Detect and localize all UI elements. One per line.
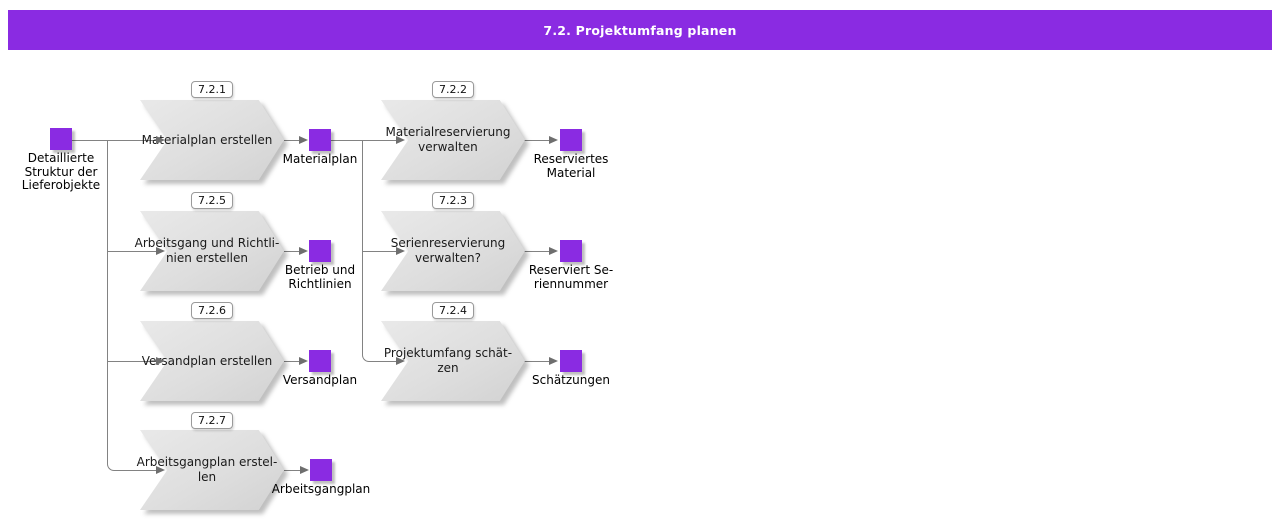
task-label: Versandplan erstellen bbox=[141, 353, 273, 368]
connector-line bbox=[284, 361, 300, 362]
task-id-badge: 7.2.5 bbox=[191, 192, 233, 209]
object-node-label: Betrieb und Richtlinien bbox=[284, 263, 356, 291]
object-node-arbeitsgangplan[interactable] bbox=[310, 459, 332, 481]
object-node-label: Schätzungen bbox=[532, 373, 610, 387]
task-id-badge: 7.2.3 bbox=[432, 192, 474, 209]
arrowhead-icon bbox=[156, 466, 165, 474]
arrowhead-icon bbox=[396, 247, 405, 255]
connector-line bbox=[524, 140, 551, 141]
task-shape-7-2-2[interactable]: Materialreservierung verwalten bbox=[381, 100, 525, 180]
arrowhead-icon bbox=[549, 357, 558, 365]
task-id-badge: 7.2.4 bbox=[432, 302, 474, 319]
task-label: Arbeitsgangplan erstel- len bbox=[136, 455, 278, 484]
start-node-label: Detaillierte Struktur der Lieferobjekte bbox=[21, 151, 101, 192]
connector-line bbox=[72, 140, 156, 141]
task-label: Materialreservierung verwalten bbox=[385, 125, 511, 154]
task-shape-7-2-3[interactable]: Serienreservierung verwalten? bbox=[381, 211, 525, 291]
connector-line bbox=[524, 361, 551, 362]
page-title: 7.2. Projektumfang planen bbox=[543, 22, 737, 38]
connector-line bbox=[284, 251, 300, 252]
connector-line bbox=[108, 251, 156, 252]
object-node-schaetzungen[interactable] bbox=[560, 350, 582, 372]
task-label: Materialplan erstellen bbox=[141, 132, 273, 147]
arrowhead-icon bbox=[396, 136, 405, 144]
chevron-shape bbox=[381, 211, 525, 291]
connector-elbow bbox=[362, 354, 370, 362]
connector-line bbox=[362, 141, 363, 354]
connector-line bbox=[114, 470, 156, 471]
start-object-node[interactable] bbox=[50, 128, 72, 150]
connector-line bbox=[108, 361, 156, 362]
task-label: Serienreservierung verwalten? bbox=[390, 236, 506, 265]
task-label: Arbeitsgang und Richtli- nien erstellen bbox=[134, 236, 280, 265]
task-id-badge: 7.2.1 bbox=[191, 81, 233, 98]
object-node-materialplan[interactable] bbox=[309, 129, 331, 151]
object-node-reserviertes-material[interactable] bbox=[560, 129, 582, 151]
connector-line bbox=[284, 140, 300, 141]
task-shape-7-2-4[interactable]: Projektumfang schät- zen bbox=[381, 321, 525, 401]
arrowhead-icon bbox=[156, 136, 165, 144]
object-node-label: Materialplan bbox=[282, 152, 358, 166]
title-bar: 7.2. Projektumfang planen bbox=[8, 10, 1272, 50]
arrowhead-icon bbox=[156, 247, 165, 255]
task-id-badge: 7.2.6 bbox=[191, 302, 233, 319]
arrowhead-icon bbox=[396, 357, 405, 365]
arrowhead-icon bbox=[300, 466, 309, 474]
connector-line bbox=[331, 140, 396, 141]
task-label: Projektumfang schät- zen bbox=[383, 346, 513, 375]
arrowhead-icon bbox=[299, 357, 308, 365]
arrowhead-icon bbox=[156, 357, 165, 365]
connector-line bbox=[284, 470, 300, 471]
arrowhead-icon bbox=[549, 247, 558, 255]
task-id-badge: 7.2.7 bbox=[191, 412, 233, 429]
connector-line bbox=[524, 251, 551, 252]
object-node-versandplan[interactable] bbox=[309, 350, 331, 372]
connector-line bbox=[362, 251, 396, 252]
chevron-shape bbox=[381, 100, 525, 180]
object-node-label: Reserviertes Material bbox=[533, 152, 609, 180]
connector-elbow bbox=[107, 463, 115, 471]
connector-line bbox=[107, 140, 108, 463]
arrowhead-icon bbox=[299, 247, 308, 255]
object-node-reserviert-seriennummer[interactable] bbox=[560, 240, 582, 262]
arrowhead-icon bbox=[299, 136, 308, 144]
object-node-label: Versandplan bbox=[282, 373, 358, 387]
object-node-betrieb-und-richtlinien[interactable] bbox=[309, 240, 331, 262]
arrowhead-icon bbox=[549, 136, 558, 144]
object-node-label: Arbeitsgangplan bbox=[271, 482, 371, 496]
connector-line bbox=[369, 361, 396, 362]
chevron-shape bbox=[381, 321, 525, 401]
object-node-label: Reserviert Se- riennummer bbox=[528, 263, 614, 291]
task-id-badge: 7.2.2 bbox=[432, 81, 474, 98]
